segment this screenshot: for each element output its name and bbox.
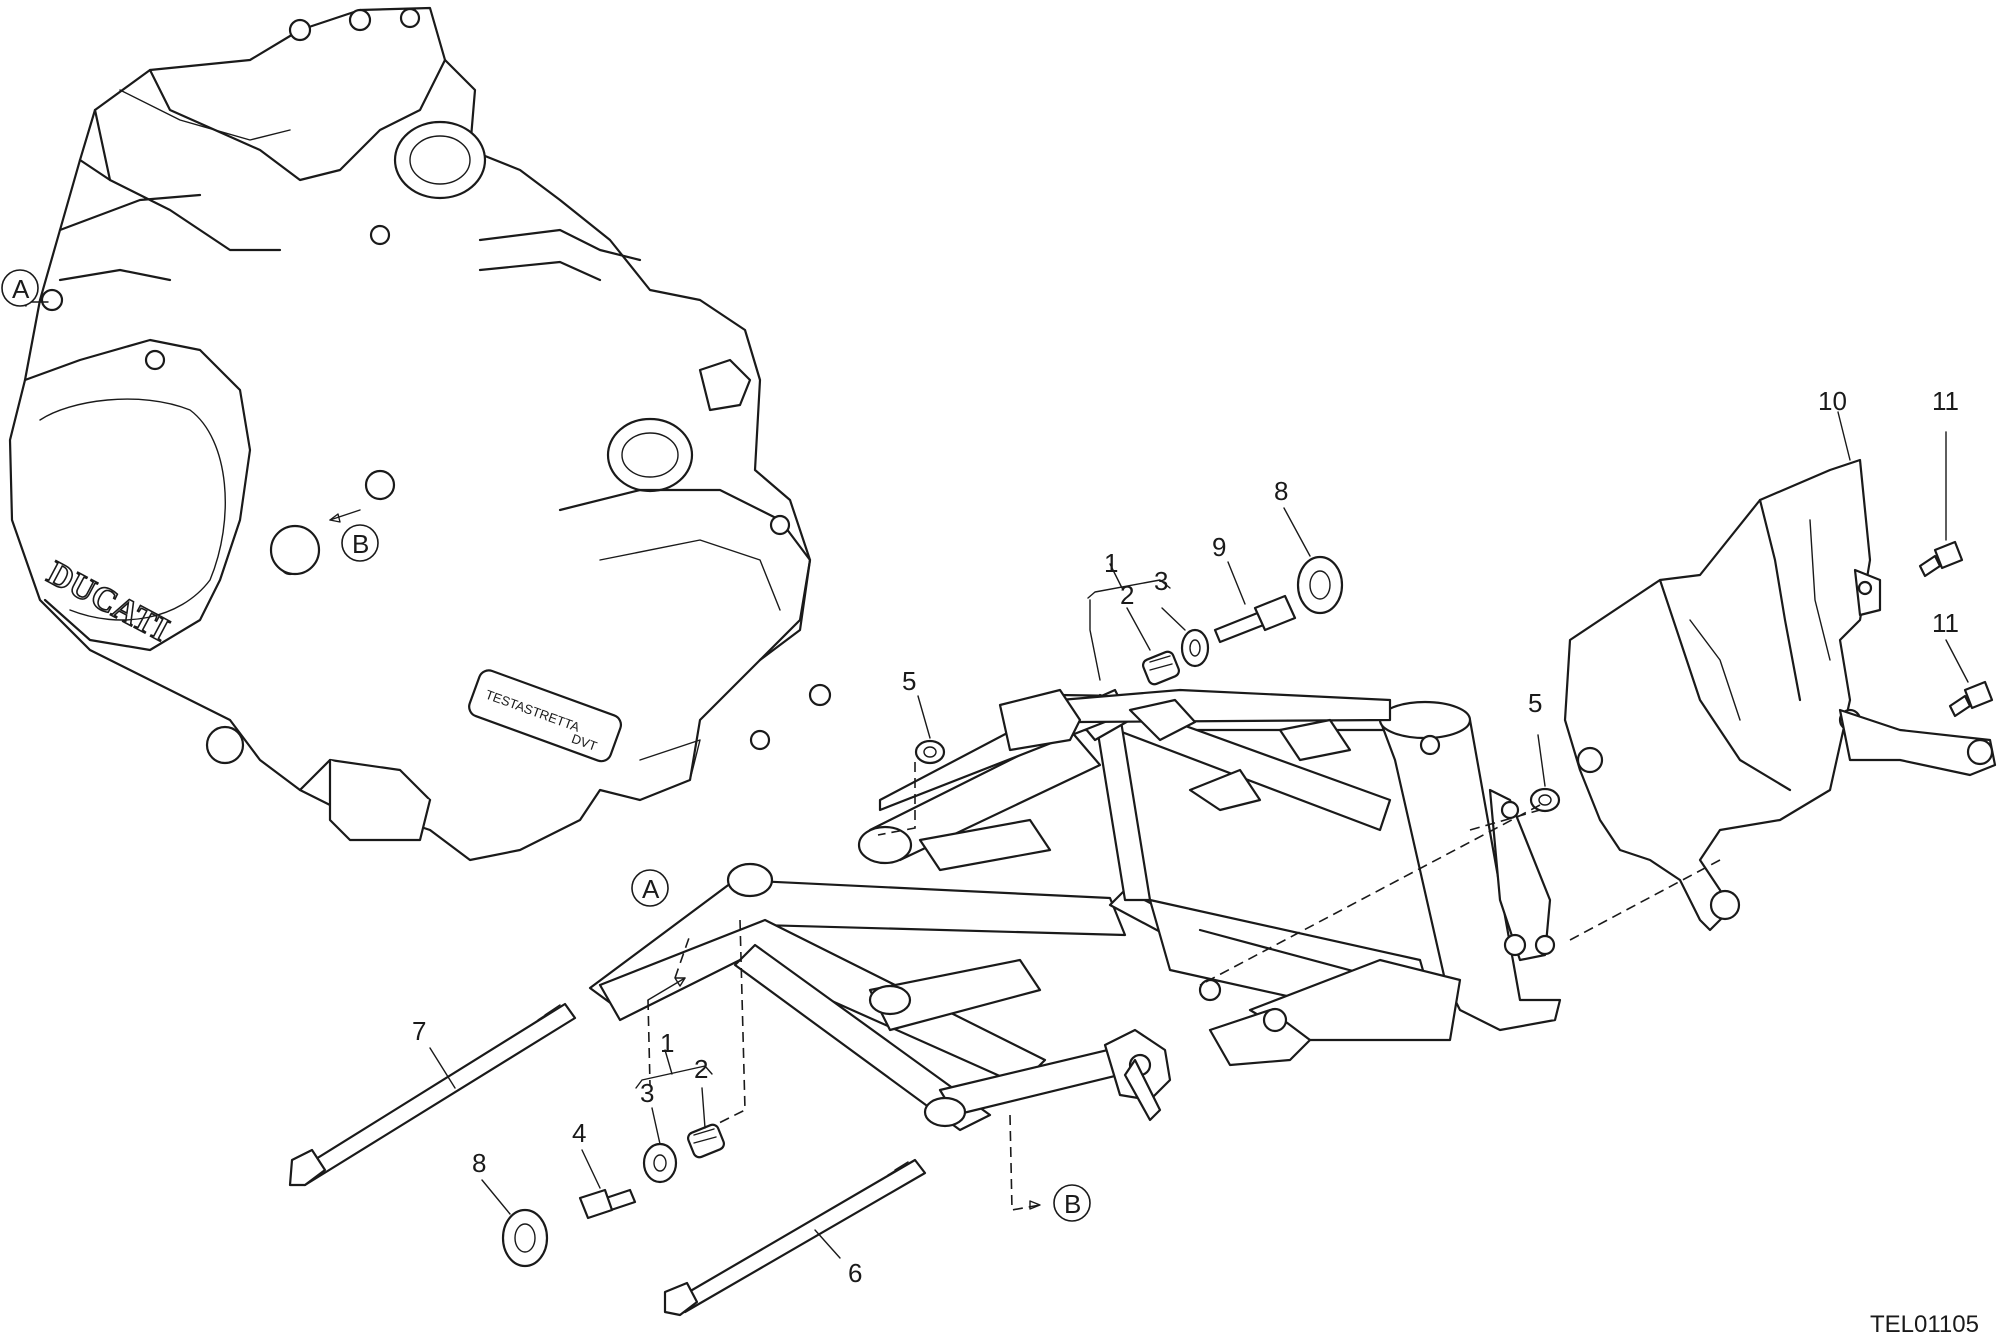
callout-3-top: 3	[1154, 566, 1168, 596]
nut-5-left	[914, 739, 946, 765]
callout-10: 10	[1818, 386, 1847, 416]
callout-1-top: 1	[1104, 548, 1118, 578]
washer-3-bottom	[642, 1142, 678, 1184]
cap-8-top	[1296, 555, 1344, 615]
callout-4: 4	[572, 1118, 586, 1148]
bolt-9	[1213, 594, 1297, 644]
ref-b-label: B	[1064, 1189, 1081, 1219]
callout-11-top: 11	[1932, 386, 1959, 416]
bolt-7	[288, 1002, 577, 1187]
callout-7: 7	[412, 1016, 426, 1046]
callout-5-right: 5	[1528, 688, 1542, 718]
ref-marker-b-frame: B	[1053, 1184, 1091, 1222]
ref-b-label: B	[352, 529, 369, 559]
callout-8-top: 8	[1274, 476, 1288, 506]
callout-11-bottom: 11	[1932, 608, 1959, 638]
spacer-2-top	[1142, 650, 1180, 686]
bolt-11-bottom	[1948, 680, 1994, 718]
washer-3-top	[1180, 628, 1210, 668]
bracket-10	[1563, 458, 1997, 932]
ref-a-label: A	[12, 274, 30, 304]
callout-labels: 10 11 11 8 9 1 2 3 5 5 7 1 3 2 4 8 6	[412, 386, 1959, 1288]
bolt-11-top	[1918, 540, 1964, 578]
callout-8-bottom: 8	[472, 1148, 486, 1178]
bolt-4	[578, 1188, 637, 1220]
ref-a-label: A	[642, 874, 660, 904]
callout-1-bottom: 1	[660, 1028, 674, 1058]
ref-marker-a-frame: A	[631, 869, 669, 907]
leader-lines	[429, 411, 1969, 1259]
frame-trellis	[588, 688, 1562, 1132]
drawing-code: TEL01105	[1870, 1311, 1979, 1338]
callout-5-left: 5	[902, 666, 916, 696]
ref-marker-b-engine: B	[341, 524, 379, 562]
callout-9: 9	[1212, 532, 1226, 562]
callout-2-bottom: 2	[694, 1054, 708, 1084]
callout-3-bottom: 3	[640, 1078, 654, 1108]
spacer-2-bottom	[687, 1123, 725, 1159]
engine-assembly: DUCATI TESTASTRETTA DVT	[8, 6, 832, 862]
ref-marker-a-engine: A	[1, 269, 39, 307]
cap-8-bottom	[501, 1208, 549, 1268]
bolt-6	[663, 1158, 927, 1317]
callout-6: 6	[848, 1258, 862, 1288]
callout-2-top: 2	[1120, 580, 1134, 610]
